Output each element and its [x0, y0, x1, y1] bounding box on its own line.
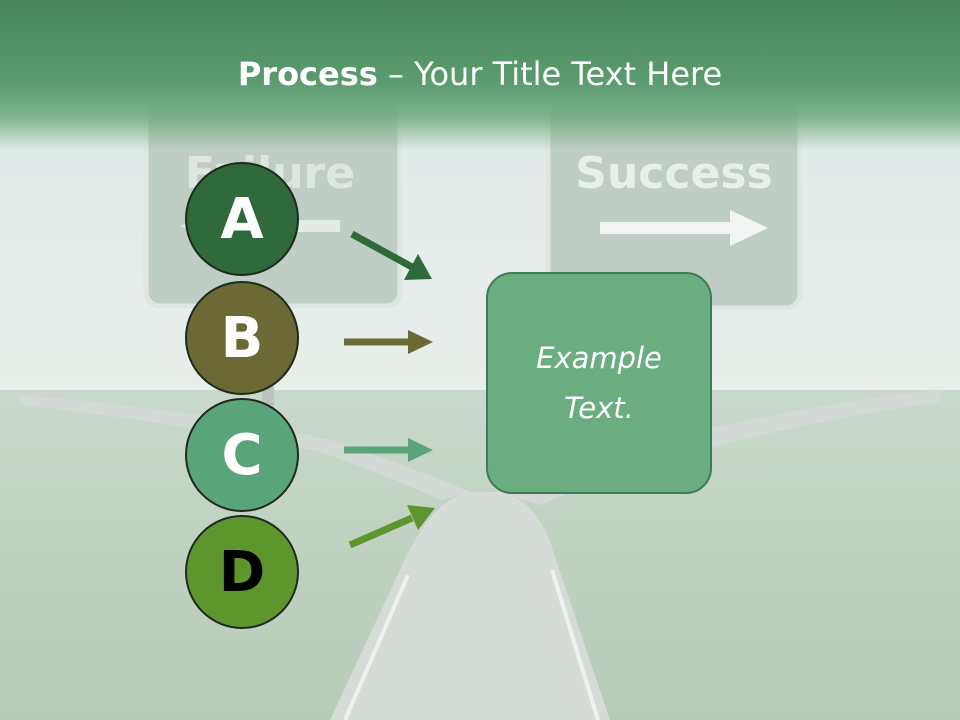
example-text: Example Text.: [536, 341, 662, 425]
arrow-b: [344, 330, 433, 354]
step-c-letter: C: [221, 422, 263, 488]
title-bold: Process: [237, 55, 378, 93]
sign-right-label: Success: [575, 148, 772, 199]
title-rest: – Your Title Text Here: [377, 55, 723, 93]
arrow-d: [348, 505, 435, 549]
step-a-circle: A: [185, 162, 299, 276]
arrow-a: [350, 230, 432, 280]
step-d-letter: D: [218, 539, 266, 605]
title-bar: [0, 0, 960, 150]
step-a-letter: A: [220, 186, 264, 252]
arrow-c: [344, 438, 433, 462]
step-d-circle: D: [185, 515, 299, 629]
slide-title: Process – Your Title Text Here: [0, 52, 960, 96]
example-text-box: Example Text.: [486, 272, 712, 494]
step-b-circle: B: [185, 281, 299, 395]
step-b-letter: B: [220, 305, 264, 371]
step-c-circle: C: [185, 398, 299, 512]
